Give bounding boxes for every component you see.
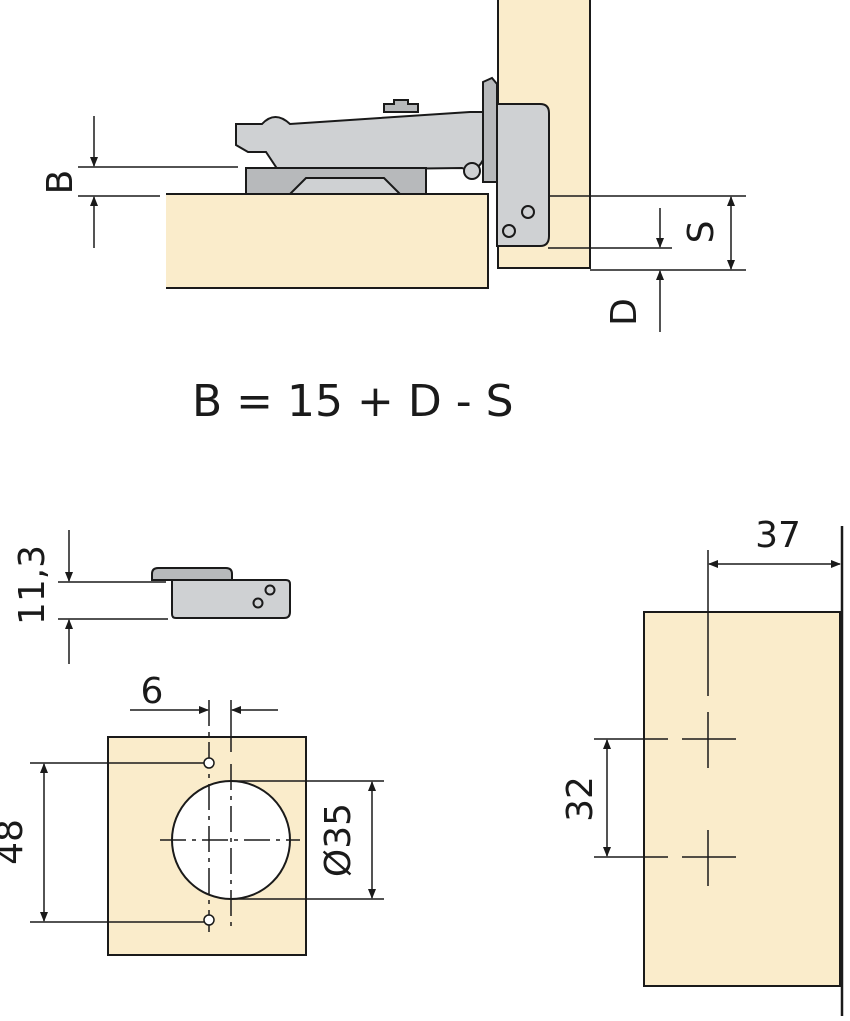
d-label: D [604, 298, 645, 326]
cup-diameter-label: Ø35 [318, 803, 359, 877]
mounting-plate-view: 11,3 [12, 530, 291, 664]
b-label: B [40, 170, 81, 195]
plate-top-tab [151, 567, 233, 581]
plate-height-label: 11,3 [12, 545, 53, 625]
door-panel [166, 193, 489, 289]
plate-body-hole [264, 584, 276, 596]
hinge-mounting-plate [496, 103, 550, 247]
plate-layout-view: 37 32 [560, 515, 844, 1016]
plate-body-hole [252, 597, 264, 609]
plate-screw-hole [521, 205, 535, 219]
plate-hole-spacing-label: 32 [560, 776, 601, 822]
formula: B = 15 + D - S [192, 376, 514, 427]
hinge-arm [235, 111, 484, 171]
adjustment-screw [383, 99, 419, 113]
hole-spacing-label: 48 [0, 819, 31, 865]
cabinet-side-blank [643, 611, 841, 987]
offset-label: 6 [141, 671, 164, 712]
plate-body [171, 579, 291, 619]
s-label: S [681, 221, 722, 244]
edge-distance-label: 37 [755, 515, 801, 556]
hinge-pivot [463, 162, 481, 180]
hinge-cup-base [287, 177, 403, 195]
plate-screw-hole [502, 224, 516, 238]
side-view: B S D [40, 0, 746, 332]
screw-hole-bottom [203, 914, 215, 926]
screw-hole-top [203, 757, 215, 769]
hinge-flange [482, 76, 498, 183]
cup-layout-view: 6 48 Ø35 [0, 671, 384, 956]
